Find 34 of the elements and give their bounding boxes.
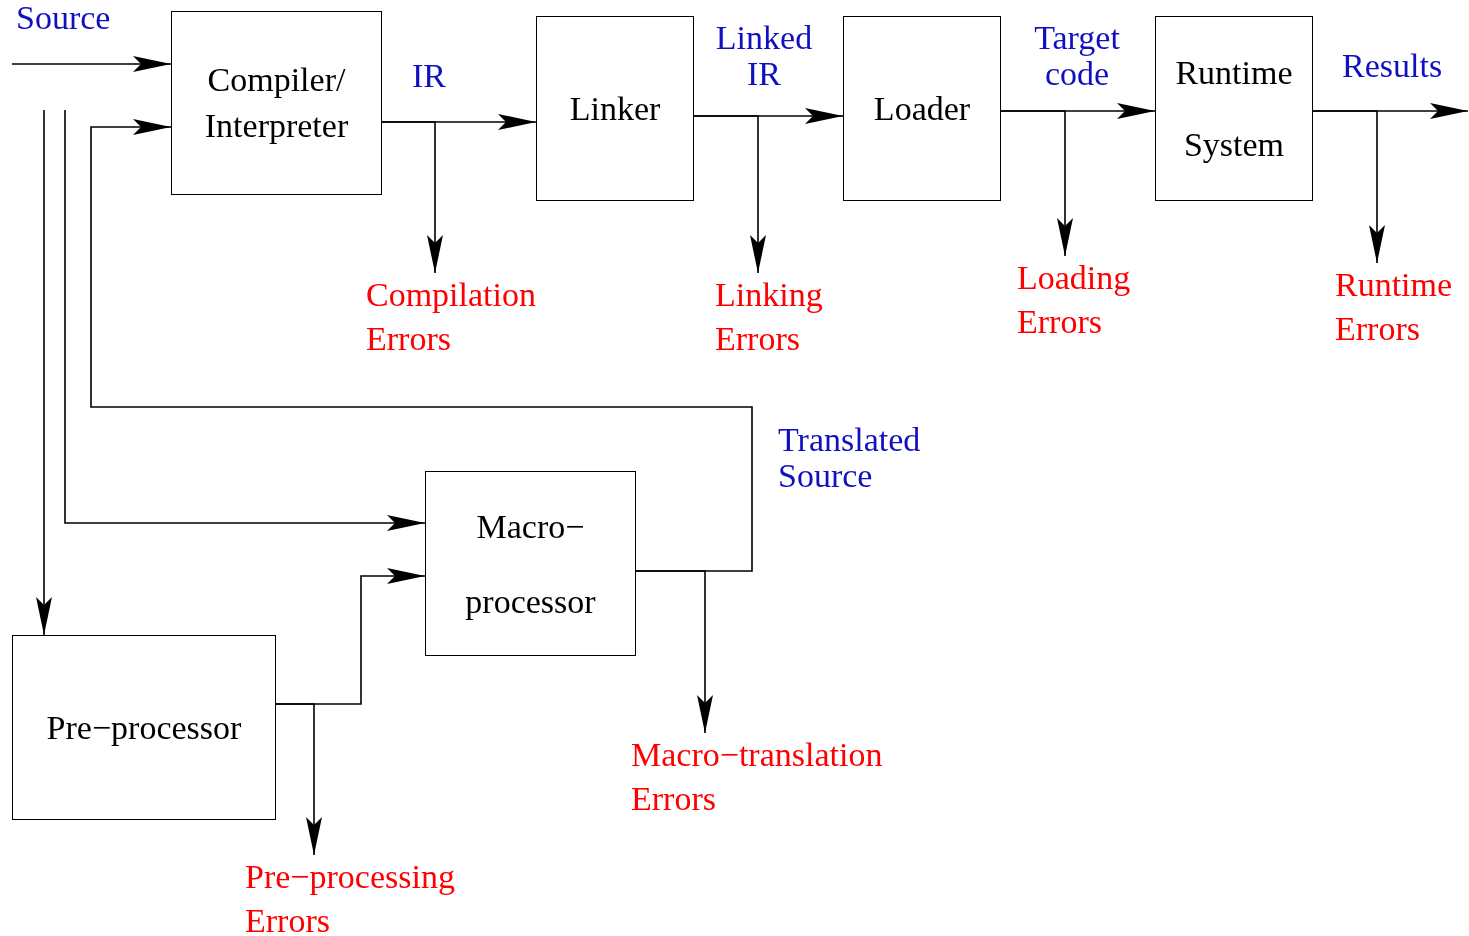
arrow xyxy=(64,109,426,531)
error-label: Runtime Errors xyxy=(1335,263,1469,351)
arrow xyxy=(90,119,753,572)
edge-label: Linked IR xyxy=(714,20,814,92)
error-label: Loading Errors xyxy=(1017,256,1157,344)
edge-label: Target code xyxy=(1033,20,1121,92)
box-label: Runtime System xyxy=(1174,52,1294,165)
process-box xyxy=(171,11,382,195)
error-label: Linking Errors xyxy=(715,273,845,361)
process-box xyxy=(1155,16,1313,201)
box-label: Loader xyxy=(873,88,971,129)
arrow xyxy=(381,121,443,274)
arrow xyxy=(693,115,766,274)
edge-label: Source xyxy=(16,0,112,36)
arrow xyxy=(275,703,322,856)
edge-label: Results xyxy=(1342,48,1444,84)
edge-label: IR xyxy=(412,58,447,94)
arrow xyxy=(1312,110,1385,264)
arrow xyxy=(36,109,52,636)
box-label: Linker xyxy=(569,88,661,129)
error-label: Compilation Errors xyxy=(366,273,566,361)
box-label: Compiler/ Interpreter xyxy=(203,60,350,146)
arrow xyxy=(1000,110,1073,257)
process-box xyxy=(425,471,636,656)
error-label: Pre−processing Errors xyxy=(245,855,485,936)
process-box xyxy=(536,16,694,201)
edge-label: Translated Source xyxy=(778,422,922,494)
process-box xyxy=(843,16,1001,201)
process-box xyxy=(12,635,276,820)
arrow xyxy=(635,570,713,734)
box-label: Pre−processor xyxy=(46,707,242,748)
arrow xyxy=(11,56,172,72)
box-label: Macro− processor xyxy=(464,506,597,622)
error-label: Macro−translation Errors xyxy=(631,733,921,821)
